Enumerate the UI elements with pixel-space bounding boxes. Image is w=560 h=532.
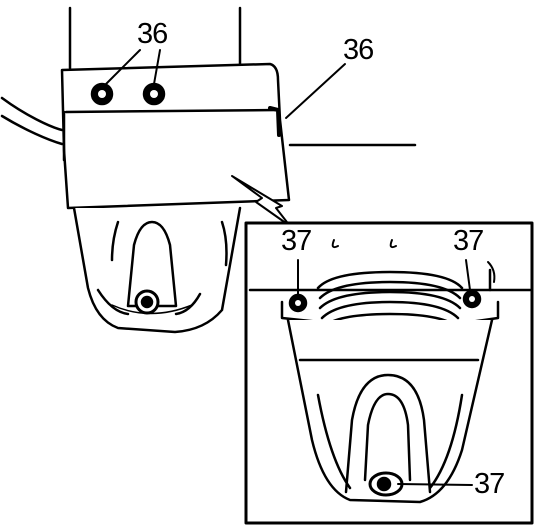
inset-housing [250, 240, 530, 502]
inset-screw-right [464, 291, 480, 307]
lower-housing [74, 208, 240, 332]
cover-plate [62, 64, 289, 208]
callout-37-inset-left: 37 [281, 225, 312, 257]
callout-37-inset-right: 37 [453, 225, 484, 257]
callout-36-cover-edge: 36 [343, 34, 374, 66]
inset-bottom-nut [370, 473, 402, 495]
cover-screw-right [144, 84, 164, 104]
leader-lines-36 [104, 50, 345, 118]
housing-nut [136, 291, 158, 313]
callout-37-inset-bottom: 37 [474, 468, 505, 500]
leader-lines-37 [298, 260, 472, 485]
callout-36-cover-screws: 36 [137, 18, 168, 50]
shaft-lines [2, 8, 415, 145]
cover-screw-left [92, 84, 112, 104]
inset-screw-left [290, 295, 306, 311]
